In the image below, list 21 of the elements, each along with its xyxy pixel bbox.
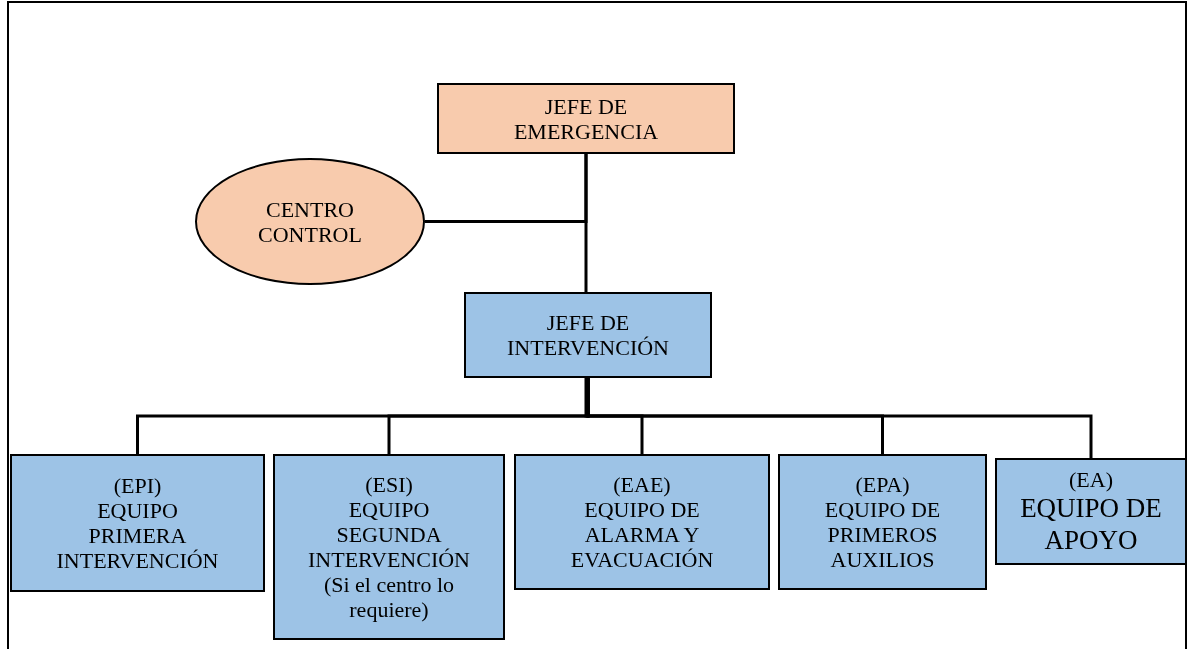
node-text: JEFE DE EMERGENCIA bbox=[512, 93, 660, 144]
org-box bbox=[273, 454, 505, 640]
node-text: EQUIPO PRIMERA INTERVENCIÓN bbox=[55, 498, 220, 573]
node-text: (EAE) bbox=[613, 472, 671, 497]
org-box bbox=[437, 83, 735, 154]
node-text: EQUIPO DE ALARMA Y EVACUACIÓN bbox=[569, 497, 715, 572]
org-box bbox=[778, 454, 987, 590]
node-text: (EA) bbox=[1069, 467, 1113, 492]
node-text: CENTRO CONTROL bbox=[257, 196, 363, 247]
node-text: (EPI) bbox=[113, 473, 162, 498]
node-text: EQUIPO DE PRIMEROS AUXILIOS bbox=[823, 497, 942, 572]
org-box bbox=[10, 454, 265, 592]
node-text: EQUIPO SEGUNDA INTERVENCIÓN bbox=[307, 497, 471, 572]
org-box bbox=[464, 292, 712, 378]
org-box bbox=[995, 458, 1187, 565]
org-box bbox=[514, 454, 770, 590]
node-text: (EPA) bbox=[855, 472, 910, 497]
node-text: (Si el centro lo requiere) bbox=[322, 572, 456, 622]
node-text: JEFE DE INTERVENCIÓN bbox=[506, 310, 670, 360]
node-text: EQUIPO DE APOYO bbox=[1019, 492, 1163, 556]
node-text: (ESI) bbox=[365, 472, 413, 497]
